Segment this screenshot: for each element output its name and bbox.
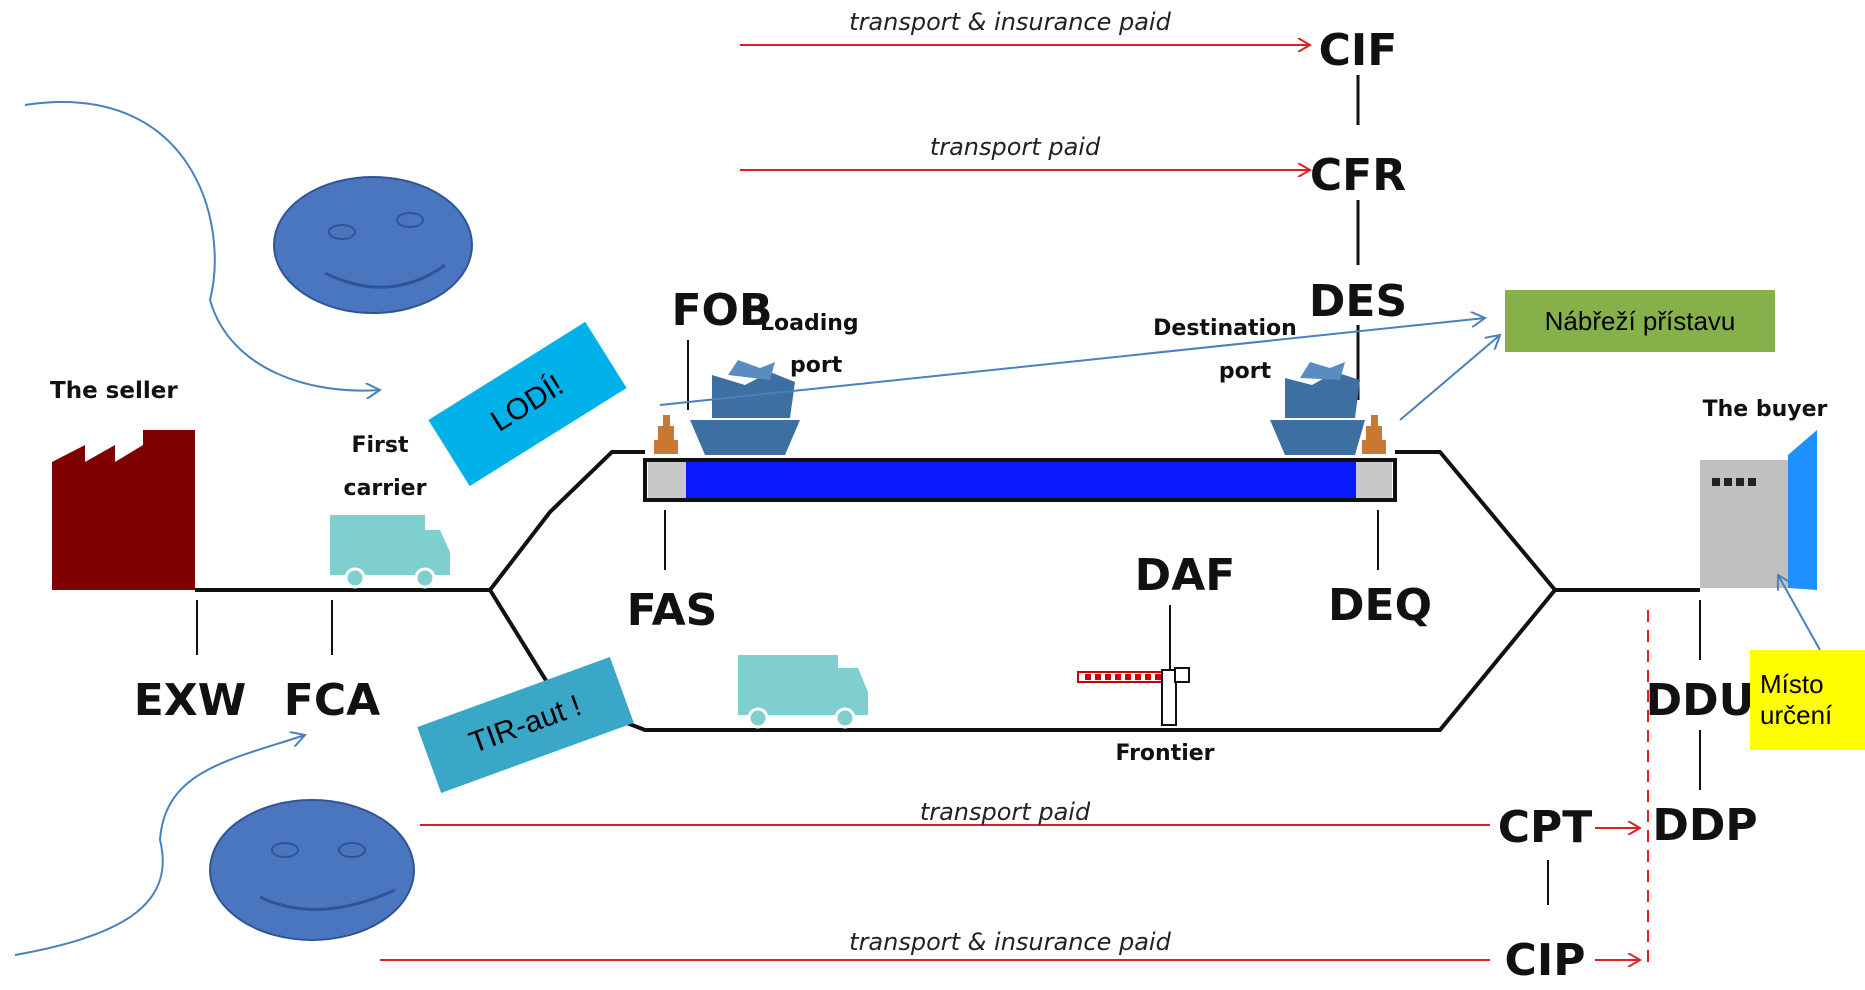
route-from-sea <box>1395 450 1557 592</box>
first-carrier-truck-icon <box>330 515 450 589</box>
term-exw: EXW <box>134 675 247 726</box>
cargo-stack-loading-icon <box>654 415 678 454</box>
road-route <box>488 588 1557 732</box>
lodi-text: LODÍ! <box>485 368 570 439</box>
ship-loading-icon <box>690 360 800 455</box>
nabrezi-text: Nábřeží přístavu <box>1544 305 1736 336</box>
loading-port-label-2: port <box>790 353 843 378</box>
term-ddu: DDU <box>1646 675 1755 726</box>
cpt-note: transport paid <box>920 798 1091 826</box>
term-cip: CIP <box>1505 935 1586 986</box>
first-carrier-label-2: carrier <box>344 476 427 501</box>
term-deq: DEQ <box>1328 580 1432 631</box>
frontier-barrier-icon <box>1077 667 1190 726</box>
destination-port-label-1: Destination <box>1153 316 1297 341</box>
smiley-bottom <box>209 799 415 941</box>
factory-chimney <box>170 430 195 590</box>
seller-label: The seller <box>50 378 178 404</box>
nabrezi-arrow-short <box>1399 335 1500 421</box>
sea-water <box>686 462 1356 498</box>
ship-destination-icon <box>1270 362 1365 455</box>
cip-note: transport & insurance paid <box>849 928 1171 956</box>
factory-icon <box>52 430 170 590</box>
port-basin <box>643 458 1397 502</box>
nabrezi-callout: Nábřeží přístavu <box>1505 290 1775 352</box>
route-to-sea <box>488 450 645 592</box>
loading-quay <box>648 462 686 498</box>
term-cfr: CFR <box>1310 150 1406 201</box>
term-ddp: DDP <box>1652 800 1757 851</box>
cargo-stack-destination-icon <box>1362 415 1386 454</box>
first-carrier-label-1: First <box>351 433 409 458</box>
misto-text-2: určení <box>1760 700 1833 730</box>
frontier-label: Frontier <box>1115 741 1214 766</box>
cfr-note: transport paid <box>930 133 1101 161</box>
road-truck-icon <box>738 655 868 729</box>
term-fas: FAS <box>627 585 718 636</box>
term-cpt: CPT <box>1498 802 1593 853</box>
misto-callout: Místo určení <box>1750 650 1865 750</box>
curve-arrow-bottom <box>14 735 305 956</box>
nabrezi-arrow-long <box>659 318 1485 406</box>
buyer-building-icon <box>1700 430 1817 590</box>
cif-note: transport & insurance paid <box>849 8 1171 36</box>
term-fca: FCA <box>284 675 380 726</box>
loading-port-label-1: Loading <box>760 311 859 336</box>
misto-text-1: Místo <box>1760 669 1824 699</box>
destination-quay <box>1356 462 1392 498</box>
curve-arrow-top <box>24 101 380 391</box>
term-des: DES <box>1309 276 1407 327</box>
buyer-label: The buyer <box>1703 397 1828 422</box>
smiley-top <box>273 176 473 314</box>
term-fob: FOB <box>672 285 773 336</box>
term-cif: CIF <box>1319 25 1398 76</box>
term-daf: DAF <box>1135 550 1236 601</box>
destination-port-label-2: port <box>1219 359 1272 384</box>
misto-arrow <box>1778 575 1821 651</box>
